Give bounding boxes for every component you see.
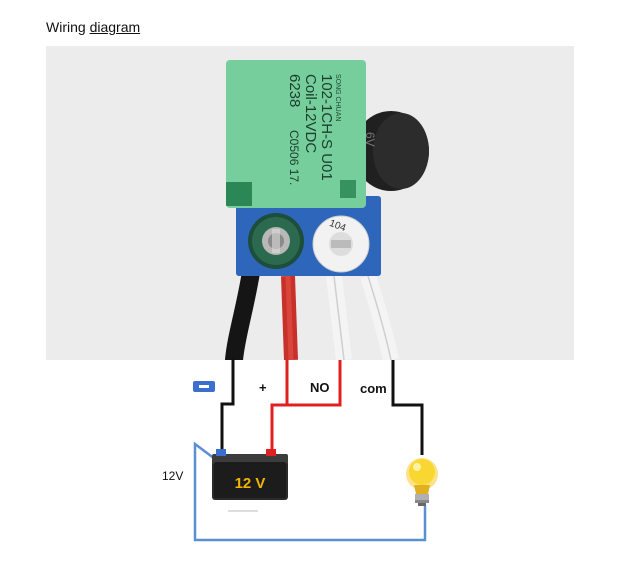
plus-label: + bbox=[259, 380, 267, 395]
relay-model: 102-1CH-S U01 bbox=[318, 74, 335, 181]
no-label: NO bbox=[310, 380, 330, 395]
battery-icon: 12 V bbox=[212, 449, 288, 500]
light-bulb-icon bbox=[406, 458, 438, 506]
relay-brand: SONG CHUAN bbox=[334, 74, 341, 121]
title-underlined: diagram bbox=[89, 19, 141, 35]
black-wire-com bbox=[391, 360, 424, 455]
com-label: com bbox=[360, 381, 387, 396]
voltage-label: 12V bbox=[162, 469, 184, 483]
title-prefix: Wiring bbox=[46, 19, 86, 35]
blue-wire-return bbox=[193, 441, 427, 542]
relay-code: 6238 bbox=[286, 74, 303, 107]
minus-icon bbox=[193, 381, 215, 392]
black-wire-minus bbox=[220, 358, 235, 452]
red-wire-no bbox=[287, 360, 342, 407]
capacitor-text: 6V bbox=[363, 132, 377, 147]
relay-coil: Coil-12VDC bbox=[302, 74, 319, 153]
diagram-title: Wiring diagram bbox=[46, 19, 140, 35]
red-wire-plus bbox=[270, 360, 289, 450]
battery-text: 12 V bbox=[235, 475, 266, 492]
relay-photo: 6V SONG CHUAN 102-1CH-S U01 Coil-12VDC 6… bbox=[46, 46, 574, 360]
relay-batch: C0506 17. bbox=[287, 130, 301, 185]
